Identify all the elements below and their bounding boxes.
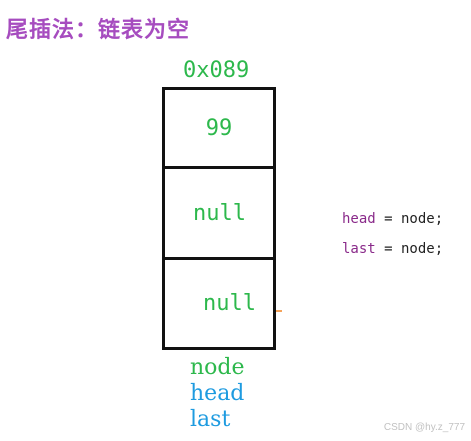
edge-marker xyxy=(276,310,282,312)
node-address: 0x089 xyxy=(183,58,250,83)
node-pointer-value-2: null xyxy=(203,291,256,316)
node-data-cell: 99 xyxy=(162,87,276,169)
watermark: CSDN @hy.z_777 xyxy=(383,422,465,433)
code-var-last: last xyxy=(342,241,376,257)
code-line-2: last = node; xyxy=(342,234,443,264)
node-data-value: 99 xyxy=(205,115,233,141)
node-pointer-cell-1: null xyxy=(162,166,276,260)
label-node: node xyxy=(190,355,245,380)
node-pointer-cell-2: null xyxy=(162,257,276,350)
pointer-labels: node head last xyxy=(190,355,250,433)
code-rest-2: = node; xyxy=(375,241,444,257)
label-head: head xyxy=(190,381,245,406)
diagram-title: 尾插法：链表为空 xyxy=(6,17,191,43)
node-pointer-value-1: null xyxy=(193,200,246,226)
code-line-1: head = node; xyxy=(342,204,443,234)
code-rest-1: = node; xyxy=(375,211,444,227)
label-last: last xyxy=(190,407,231,432)
code-snippet: head = node; last = node; xyxy=(342,204,443,264)
code-var-head: head xyxy=(342,211,376,227)
